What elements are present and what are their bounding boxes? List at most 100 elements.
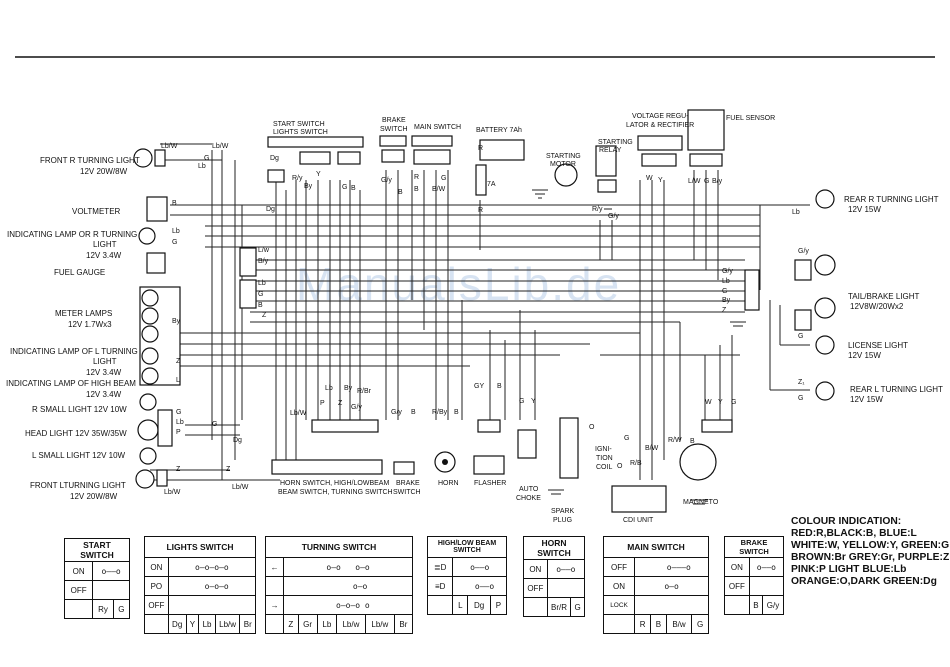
svg-text:Lb: Lb: [325, 385, 333, 392]
start-row-off: OFF: [63, 580, 94, 600]
svg-text:B: B: [351, 185, 356, 192]
svg-text:Lb: Lb: [198, 163, 206, 170]
colour-line-1: RED:R,BLACK:B, BLUE:L: [791, 528, 917, 539]
svg-text:Y: Y: [531, 398, 536, 405]
svg-text:G: G: [704, 178, 709, 185]
start-switch-title: START SWITCH: [64, 538, 130, 562]
left-components: [133, 148, 257, 489]
svg-text:L/w: L/w: [258, 247, 270, 254]
label-main-switch: MAIN SWITCH: [414, 124, 461, 131]
label-license-spec: 12V 15W: [848, 351, 881, 360]
label-brake-1: BRAKE: [382, 117, 406, 124]
turning-switch-title: TURNING SWITCH: [265, 536, 413, 558]
svg-text:Z: Z: [722, 307, 727, 314]
svg-text:G/y: G/y: [391, 409, 402, 416]
svg-text:G/y: G/y: [722, 268, 733, 275]
svg-text:By: By: [172, 318, 181, 325]
label-front-l-turn: FRONT LTURNING LIGHT: [30, 481, 126, 490]
label-ind-r-turn-spec: 12V 3.4W: [86, 251, 122, 260]
svg-text:G/y: G/y: [798, 248, 809, 255]
label-fuel-sensor: FUEL SENSOR: [726, 115, 775, 122]
svg-text:P: P: [176, 429, 181, 436]
label-magneto: MAGNETO: [683, 499, 719, 506]
bottom-components: [271, 417, 733, 513]
svg-text:G: G: [731, 399, 736, 406]
label-spark-2: PLUG: [553, 517, 572, 524]
svg-text:Lb: Lb: [792, 209, 800, 216]
svg-text:B: B: [690, 438, 695, 445]
label-flasher: FLASHER: [474, 480, 506, 487]
label-ignition-2: TION: [596, 455, 613, 462]
label-ind-l-turn: INDICATING LAMP OF L TURNING: [10, 347, 138, 356]
label-starting-motor-1: STARTING: [546, 153, 581, 160]
label-rear-l-turn-spec: 12V 15W: [850, 395, 883, 404]
svg-text:Lb: Lb: [176, 419, 184, 426]
label-ind-l-turn-2: LIGHT: [93, 357, 117, 366]
left-labels: FRONT R TURNING LIGHT 12V 20W/8W VOLTMET…: [6, 156, 140, 501]
label-auto-choke-1: AUTO: [519, 486, 539, 493]
svg-text:Lb: Lb: [722, 278, 730, 285]
svg-text:B: B: [172, 200, 177, 207]
svg-text:Y: Y: [316, 171, 321, 178]
label-ind-l-turn-spec: 12V 3.4W: [86, 368, 122, 377]
svg-text:Z₁: Z₁: [798, 379, 805, 386]
label-starting-relay-1: STARTING: [598, 139, 633, 146]
label-tail-brake-spec: 12V8W/20Wx2: [850, 302, 904, 311]
svg-text:Lb: Lb: [258, 280, 266, 287]
colour-line-5: ORANGE:O,DARK GREEN:Dg: [791, 576, 937, 587]
label-ignition-3: COIL: [596, 464, 612, 471]
svg-text:G: G: [441, 175, 446, 182]
label-license: LICENSE LIGHT: [848, 341, 908, 350]
wire-code-labels: Lb/W Lb/W G Lb B Lb G L/w B/y Lb G B Z B…: [161, 143, 809, 496]
label-battery: BATTERY 7Ah: [476, 127, 522, 134]
svg-text:Z: Z: [176, 466, 181, 473]
top-labels: START SWITCH LIGHTS SWITCH BRAKE SWITCH …: [273, 113, 775, 188]
svg-text:R/y: R/y: [592, 206, 603, 213]
label-starting-motor-2: MOTOR: [550, 161, 576, 168]
colour-line-3: BROWN:Br GREY:Gr, PURPLE:Z: [791, 552, 950, 563]
svg-text:Lb/W: Lb/W: [290, 410, 307, 417]
label-start-switch: START SWITCH: [273, 121, 325, 128]
svg-text:G/y: G/y: [381, 177, 392, 184]
label-horn-switch-2: BEAM SWITCH, TURNING SWITCH: [278, 489, 393, 496]
svg-text:Lb/W: Lb/W: [232, 484, 249, 491]
svg-text:GY: GY: [474, 383, 484, 390]
svg-text:Z: Z: [176, 358, 181, 365]
svg-text:R: R: [414, 174, 419, 181]
label-head: HEAD LIGHT 12V 35W/35W: [25, 429, 127, 438]
colour-line-2: WHITE:W, YELLOW:Y, GREEN:G: [791, 540, 950, 551]
svg-text:Lb/W: Lb/W: [161, 143, 178, 150]
label-front-r-turn: FRONT R TURNING LIGHT: [40, 156, 140, 165]
label-lights-switch: LIGHTS SWITCH: [273, 129, 328, 136]
svg-text:R: R: [478, 207, 483, 214]
label-rear-r-turn: REAR R TURNING LIGHT: [844, 195, 939, 204]
svg-text:Lb/W: Lb/W: [164, 489, 181, 496]
label-horn: HORN: [438, 480, 459, 487]
colour-line-4: PINK:P LIGHT BLUE:Lb: [791, 564, 907, 575]
label-ind-r-turn-2: LIGHT: [93, 240, 117, 249]
label-spark-1: SPARK: [551, 508, 575, 515]
label-front-l-turn-spec: 12V 20W/8W: [70, 492, 118, 501]
svg-text:L/W: L/W: [688, 178, 701, 185]
svg-text:G: G: [204, 155, 209, 162]
label-brake-sw-2: SWITCH: [393, 489, 421, 496]
label-ind-high-spec: 12V 3.4W: [86, 390, 122, 399]
svg-text:Lb: Lb: [172, 228, 180, 235]
colour-title: COLOUR INDICATION:: [791, 516, 902, 527]
lights-switch-title: LIGHTS SWITCH: [144, 536, 256, 558]
svg-text:G: G: [342, 184, 347, 191]
svg-text:Dg: Dg: [270, 155, 279, 162]
svg-text:R/B: R/B: [630, 460, 642, 467]
svg-text:G: G: [176, 409, 181, 416]
svg-text:B/y: B/y: [258, 258, 269, 265]
label-starting-relay-2: RELAY: [599, 147, 622, 154]
watermark: ManualsLib.de: [296, 258, 621, 310]
label-l-small: L SMALL LIGHT 12V 10W: [32, 451, 126, 460]
harness-wires: [150, 143, 810, 481]
label-ind-high: INDICATING LAMP OF HIGH BEAM: [6, 379, 136, 388]
